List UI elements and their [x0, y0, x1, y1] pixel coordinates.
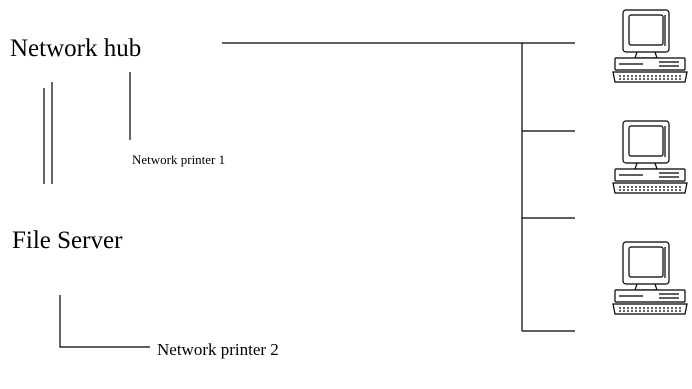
network-printer-1-label: Network printer 1 [132, 152, 225, 167]
workstation-1-icon [612, 9, 688, 83]
printer-2-link [59, 295, 150, 348]
network-hub-label: Network hub [10, 35, 141, 62]
workstation-2-icon [612, 120, 688, 194]
workstation-3-icon [612, 241, 688, 315]
file-server-label: File Server [12, 227, 123, 254]
network-printer-2-label: Network printer 2 [157, 340, 279, 359]
